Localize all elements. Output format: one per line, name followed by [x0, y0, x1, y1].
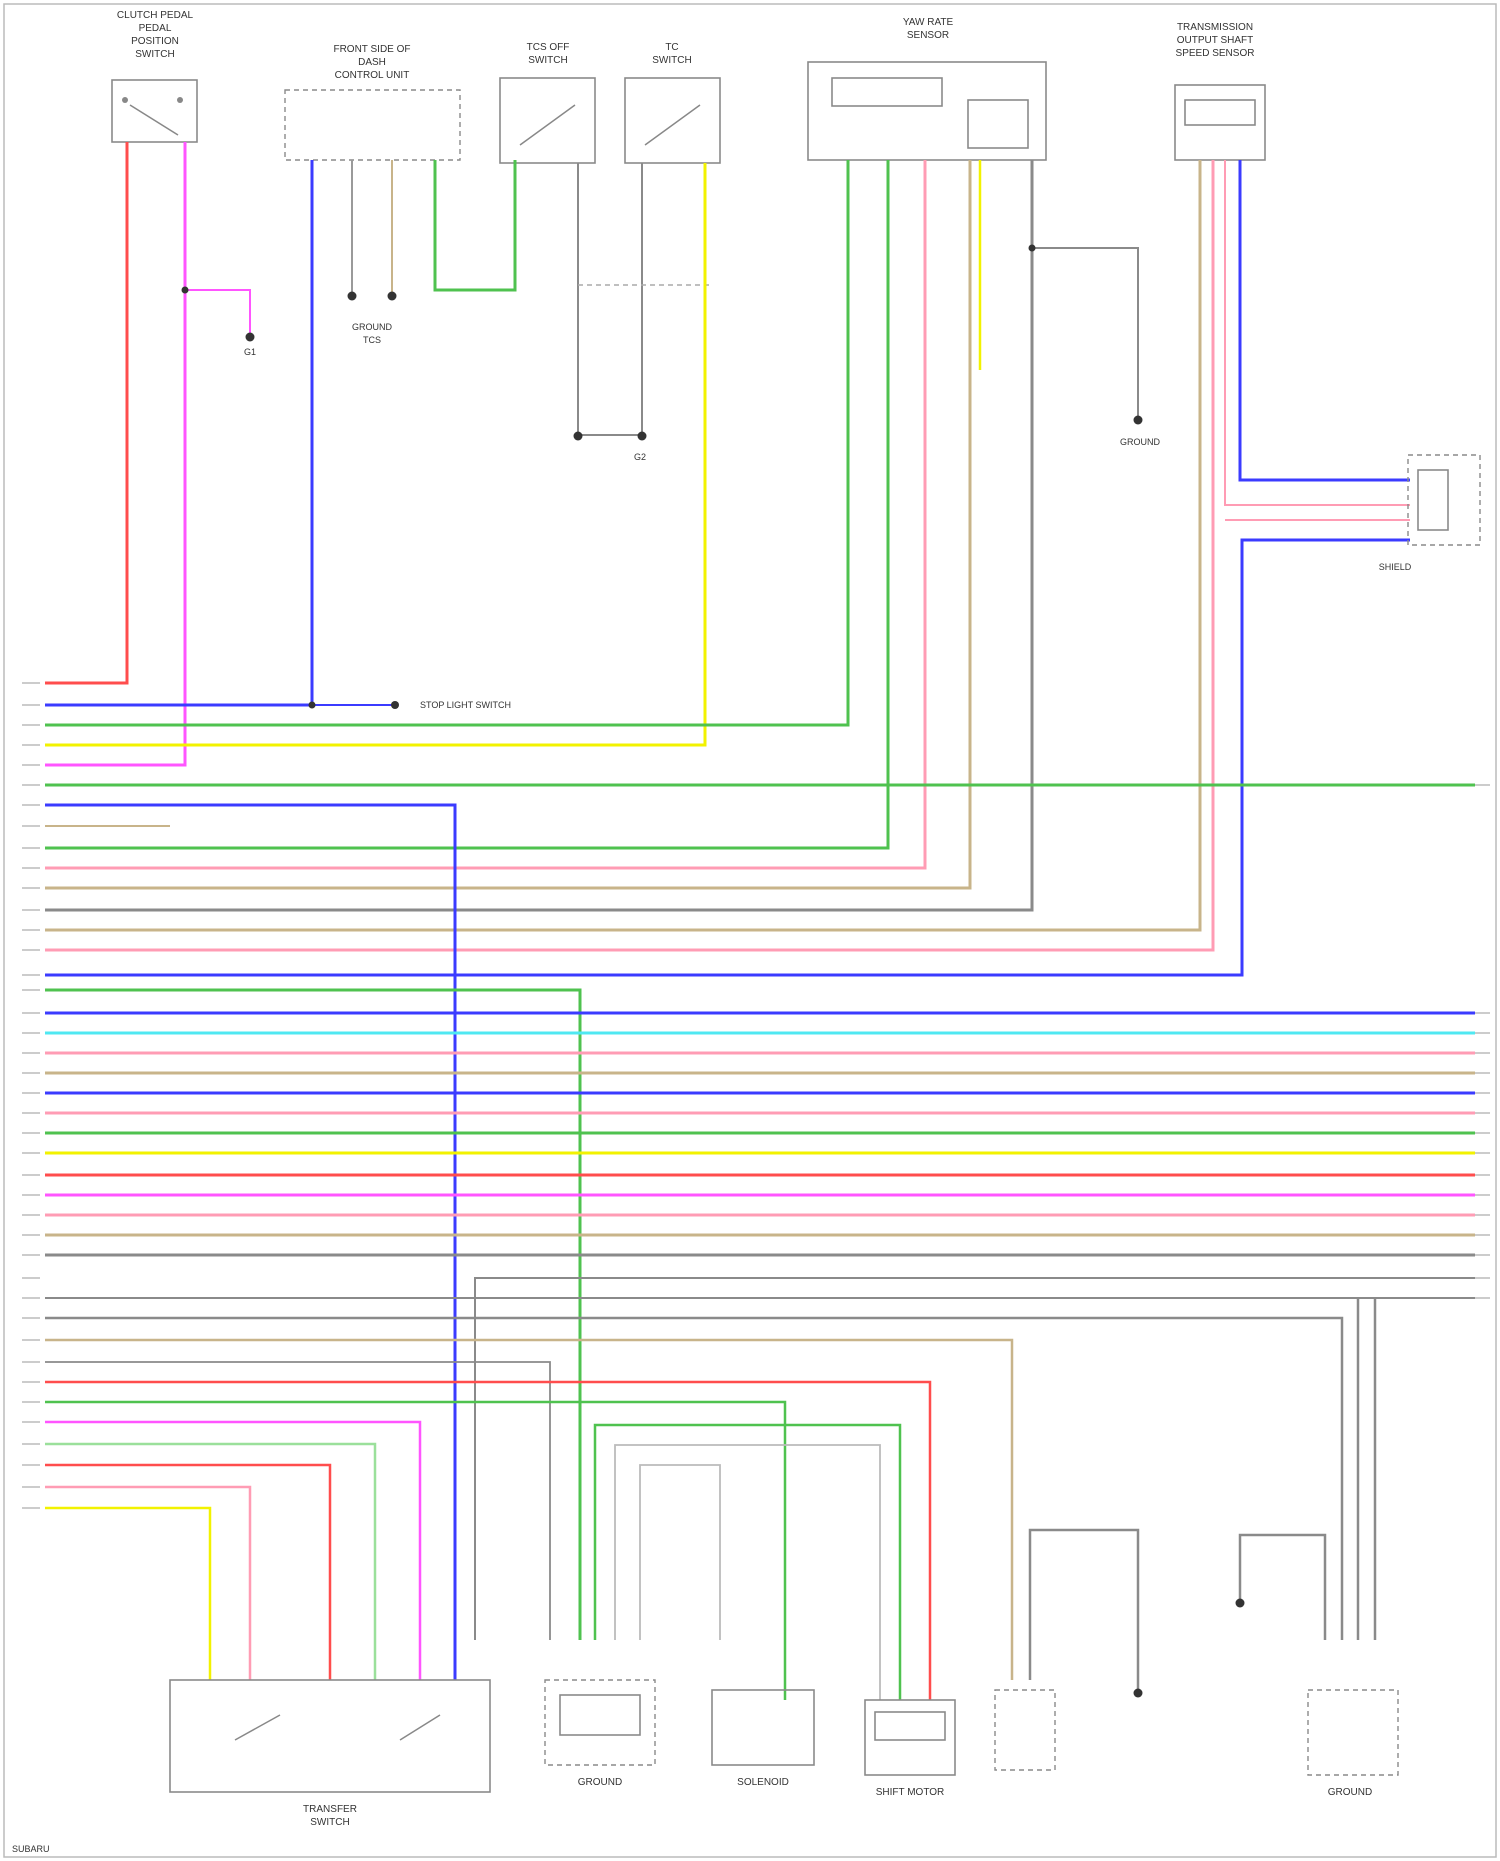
ground-g1-label: G1 [244, 347, 256, 357]
ecu-label-1: FRONT SIDE OF [333, 44, 410, 55]
ground-right-component-label: GROUND [1328, 1787, 1372, 1798]
ground-right-label: GROUND [1120, 437, 1160, 447]
ecu-label-3: CONTROL UNIT [335, 70, 410, 81]
clutch-switch-label-4: SWITCH [135, 49, 174, 60]
clutch-switch-label-1: CLUTCH PEDAL [117, 10, 194, 21]
transfer-switch-label-2: SWITCH [310, 1817, 349, 1828]
tc-switch-label-1: TC [665, 42, 678, 53]
solenoid-label: SOLENOID [737, 1777, 789, 1788]
footer-label: SUBARU [12, 1844, 50, 1854]
tc-switch-label-2: SWITCH [652, 55, 691, 66]
oss-label-3: SPEED SENSOR [1176, 48, 1255, 59]
ground-mid-label-1: GROUND [352, 322, 392, 332]
oss-label-1: TRANSMISSION [1177, 22, 1253, 33]
shield-label: SHIELD [1379, 562, 1412, 572]
tcs-switch-label-2: SWITCH [528, 55, 567, 66]
yaw-label-1: YAW RATE [903, 17, 954, 28]
oss-label-2: OUTPUT SHAFT [1177, 35, 1253, 46]
clutch-switch-label-2: PEDAL [139, 23, 172, 34]
ground-g2-label: G2 [634, 452, 646, 462]
yaw-label-2: SENSOR [907, 30, 949, 41]
tcs-switch-label-1: TCS OFF [527, 42, 570, 53]
stop-light-switch-label: STOP LIGHT SWITCH [420, 700, 511, 710]
shift-motor-label: SHIFT MOTOR [876, 1787, 945, 1798]
ecu-label-2: DASH [358, 57, 386, 68]
clutch-switch-label-3: POSITION [131, 36, 179, 47]
ground-mid-label-2: TCS [363, 335, 381, 345]
transfer-switch-label-1: TRANSFER [303, 1804, 357, 1815]
ground-left-label: GROUND [578, 1777, 622, 1788]
